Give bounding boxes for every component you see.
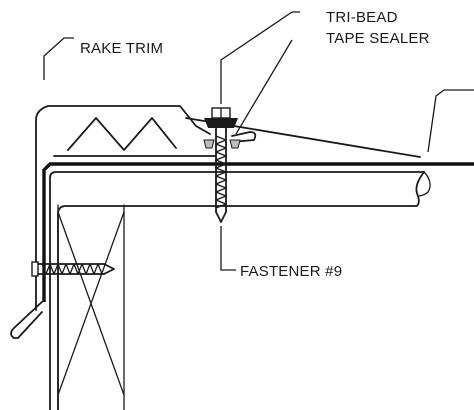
trim-hem [231,131,257,143]
sealer-leader-tip [235,39,293,135]
label-sealer-line2: TAPE SEALER [326,30,430,47]
trim-zigzag [67,117,177,151]
fastener-washer [204,118,238,128]
fastener-threads [215,135,227,209]
roof-panel [42,162,474,302]
label-fastener: FASTENER #9 [240,263,342,280]
wall-framing [57,204,125,410]
tri-bead-sealer [203,139,241,149]
deck-break-curl [417,171,431,197]
label-rake-trim: RAKE TRIM [80,40,163,57]
label-sealer-line1: TRI-BEAD [326,9,398,26]
roof-deck [49,171,431,410]
wall-brace-right [57,211,125,396]
deck-break-line [415,171,425,207]
fastener-tip [215,211,227,223]
sealer-leader [220,11,300,104]
panel-leader [427,89,474,153]
fastener-9 [204,107,238,223]
fastener-leader [220,226,236,271]
rake-trim-leader [43,37,74,80]
side-screw [31,261,115,277]
trim-drip-edge [10,299,45,339]
